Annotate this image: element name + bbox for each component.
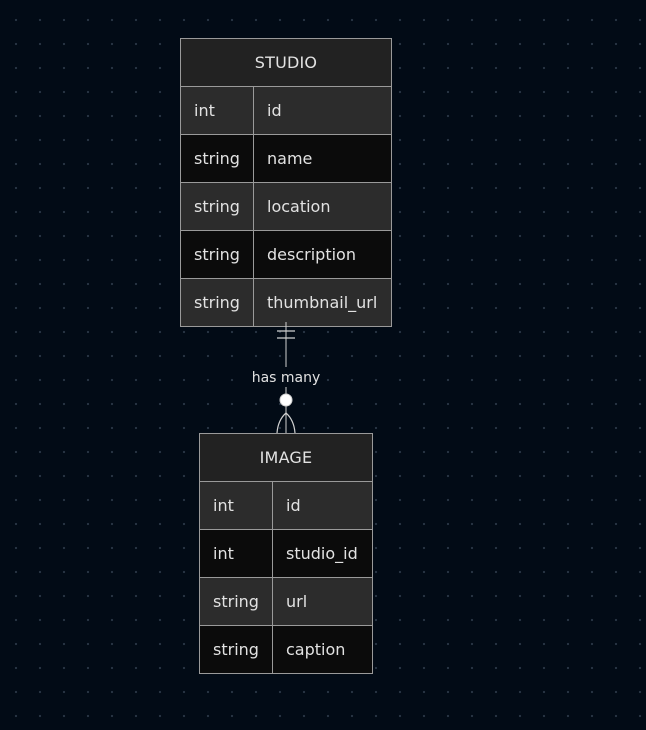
attribute-name: url [286, 592, 308, 611]
attribute-type: int [200, 482, 273, 529]
attribute-name: caption [286, 640, 346, 659]
attribute-name: description [267, 245, 356, 264]
attribute-name: id [267, 101, 282, 120]
attribute-name: studio_id [286, 544, 358, 563]
attribute-name: location [267, 197, 331, 216]
attribute-row: string thumbnail_url [181, 279, 391, 326]
attribute-row: int id [181, 87, 391, 135]
entity-image[interactable]: IMAGE int id int studio_id string url st… [199, 433, 373, 674]
attribute-row: string caption [200, 626, 372, 673]
attribute-type: string [181, 135, 254, 182]
zero-marker-circle [279, 393, 293, 407]
attribute-row: string name [181, 135, 391, 183]
attribute-name: name [267, 149, 313, 168]
attribute-row: string location [181, 183, 391, 231]
crowfoot-marker [285, 412, 296, 434]
attribute-type: string [181, 183, 254, 230]
attribute-type: int [181, 87, 254, 134]
attribute-type: string [181, 231, 254, 278]
attribute-type: string [181, 279, 254, 326]
attribute-row: int id [200, 482, 372, 530]
entity-title: STUDIO [181, 39, 391, 87]
relationship-label: has many [252, 370, 321, 386]
relationship-label-bg [252, 367, 320, 387]
attribute-type: int [200, 530, 273, 577]
attribute-type: string [200, 626, 273, 673]
attribute-row: string url [200, 578, 372, 626]
attribute-row: string description [181, 231, 391, 279]
attribute-name: id [286, 496, 301, 515]
attribute-name: thumbnail_url [267, 293, 378, 312]
crowfoot-marker [276, 412, 287, 434]
attribute-row: int studio_id [200, 530, 372, 578]
entity-studio[interactable]: STUDIO int id string name string locatio… [180, 38, 392, 327]
attribute-type: string [200, 578, 273, 625]
entity-title: IMAGE [200, 434, 372, 482]
